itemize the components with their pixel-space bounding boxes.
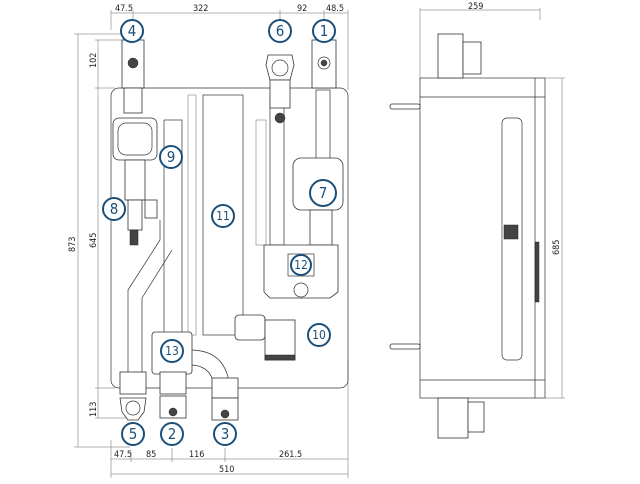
svg-text:9: 9 [167,148,176,166]
callout-12: 12 [290,254,312,276]
svg-text:8: 8 [110,200,119,218]
callout-4: 4 [120,19,144,43]
drain-valve-8 [127,199,143,231]
pump-left [112,117,158,161]
svg-text:1: 1 [320,22,329,40]
callout-8: 8 [102,197,126,221]
svg-text:11: 11 [216,209,230,223]
callout-9: 9 [159,145,183,169]
top-dimensions: 47.5 322 92 48.5 [110,4,349,90]
dim-bottom-85: 85 [146,450,156,460]
exchanger-plate [255,119,267,246]
callout-10: 10 [307,323,331,347]
bottom-dimensions: 47.5 85 116 261.5 510 [110,360,349,478]
valve-6 [265,54,295,124]
callout-5: 5 [121,422,145,446]
dim-bottom-47-5: 47.5 [114,450,132,460]
dim-bottom-116: 116 [189,450,204,460]
callout-1: 1 [312,19,336,43]
left-dimensions: 102 873 645 113 [68,33,130,448]
dim-top-322: 322 [193,4,208,14]
connection-3 [211,377,239,421]
svg-text:10: 10 [312,328,326,342]
svg-text:5: 5 [129,425,138,443]
front-view: 47.5 322 92 48.5 102 873 645 113 [68,4,349,478]
callout-13: 13 [160,339,184,363]
callout-6: 6 [268,19,292,43]
diagonal-pipe [127,220,161,390]
svg-text:4: 4 [128,22,137,40]
valve-10-body [234,314,266,341]
side-window [501,117,523,361]
svg-text:6: 6 [276,22,285,40]
svg-text:7: 7 [319,184,328,202]
side-housing [419,77,546,399]
dim-left-102: 102 [89,53,99,68]
wall-bracket-top [389,103,421,110]
svg-text:13: 13 [165,344,179,358]
dim-left-645: 645 [89,233,99,248]
svg-text:3: 3 [221,425,230,443]
dim-left-873: 873 [68,237,78,252]
pump-left-fitting [124,159,146,201]
connection-2 [159,371,187,419]
controller-knob [293,282,309,298]
dim-side-685: 685 [552,240,562,255]
connection-5 [119,371,147,421]
dim-top-47-5: 47.5 [115,4,133,14]
dim-top-92: 92 [297,4,307,14]
wall-bracket-bottom [389,343,421,350]
dim-left-113: 113 [89,402,99,417]
side-view: 259 685 [389,2,565,439]
side-bottom-valve [437,397,485,439]
heat-exchanger-bracket [187,94,197,336]
callout-7: 7 [309,179,337,207]
callout-2: 2 [160,422,184,446]
vertical-pipe-right [315,89,331,161]
heat-exchanger [202,94,244,336]
svg-text:12: 12 [294,258,308,272]
svg-text:2: 2 [168,425,177,443]
callout-11: 11 [211,204,235,228]
valve-1 [311,39,337,89]
dim-top-48-5: 48.5 [326,4,344,14]
dim-bottom-261-5: 261.5 [279,450,302,460]
dim-side-259: 259 [468,2,483,12]
callout-3: 3 [213,422,237,446]
dim-bottom-510: 510 [219,465,234,475]
side-top-valve [437,33,482,79]
side-grille [503,224,519,240]
valve-4 [121,39,145,114]
